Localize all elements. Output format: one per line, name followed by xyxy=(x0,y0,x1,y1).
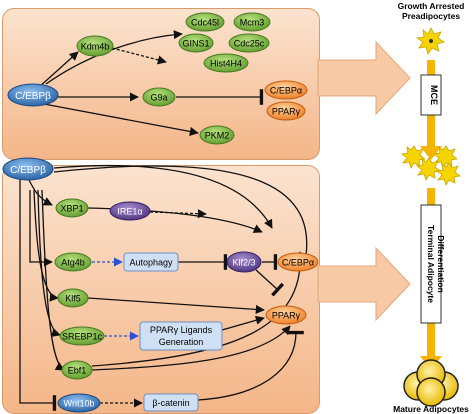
node-cdc45l: Cdc45l xyxy=(185,12,225,32)
preadipocyte-nucleus xyxy=(429,39,433,43)
label-cebpa-bottom: C/EBPα xyxy=(282,258,314,268)
label-pparg-top: PPARγ xyxy=(272,107,301,117)
label-mce: MCE xyxy=(429,85,439,105)
node-cebpa-bottom: C/EBPα xyxy=(277,252,319,272)
bottom-process-arrow xyxy=(317,246,411,322)
edge-b-cebpb-srebp xyxy=(37,189,61,337)
mature-adipocytes xyxy=(403,359,459,407)
node-pkm2: PKM2 xyxy=(199,125,235,145)
edge-cebpb-genes xyxy=(45,30,183,85)
label-mcm3: Mcm3 xyxy=(240,18,265,28)
edge-b-ebf1-cebpa xyxy=(91,251,306,367)
label-kdm4b: Kdm4b xyxy=(81,42,110,52)
edge-b-cebpb-pparg-arc xyxy=(53,165,311,263)
label-pkm2: PKM2 xyxy=(205,131,230,141)
label-klf5: Klf5 xyxy=(65,294,81,304)
top-process-arrow xyxy=(317,40,411,116)
label-gins1: GINS1 xyxy=(182,39,209,49)
label-cdc45l: Cdc45l xyxy=(191,18,219,28)
node-srebp1c: SREBP1c xyxy=(59,326,105,346)
label-pparg-bottom: PPARγ xyxy=(272,311,301,321)
edge-b-ire1a-cebpa xyxy=(149,209,207,219)
node-cebpa-top: C/EBPα xyxy=(264,80,308,100)
label-ligands-line2: Generation xyxy=(159,337,204,347)
node-pparg-bottom: PPARγ xyxy=(265,305,307,325)
label-atg4b: Atg4b xyxy=(61,258,85,268)
edge-b-ebf1-pparg xyxy=(91,325,291,371)
node-ire1a: IRE1α xyxy=(109,201,151,221)
edge-kdm4b-genes xyxy=(111,47,167,65)
label-autophagy: Autophagy xyxy=(129,258,173,268)
node-g9a: G9a xyxy=(142,87,176,107)
label-xbp1: XBP1 xyxy=(60,204,83,214)
edge-b-ligands-pparg xyxy=(221,315,265,331)
label-g9a: G9a xyxy=(150,93,167,103)
edge-b-cebpb-down xyxy=(19,176,57,411)
label-terminal-line1: Terminal Adipocyte xyxy=(426,225,436,303)
label-ire1a: IRE1α xyxy=(117,207,142,217)
label-ligands-line1: PPARγ Ligands xyxy=(150,325,213,335)
label-preadipocytes: Preadipocytes xyxy=(402,11,460,21)
label-mature-adipocytes: Mature Adipocytes xyxy=(393,404,469,414)
edge-b-klf5-pparg xyxy=(87,297,265,314)
label-wnt10b: Wnt10b xyxy=(63,399,94,409)
bottom-panel xyxy=(2,165,320,414)
label-terminal-line2: Differentiation xyxy=(436,235,446,293)
label-bcatenin: β-catenin xyxy=(152,398,189,408)
node-bcatenin: β-catenin xyxy=(143,393,199,412)
edge-b-cebpb-ebf1 xyxy=(41,189,65,371)
mce-box xyxy=(420,74,442,116)
node-gins1: GINS1 xyxy=(178,33,214,53)
node-wnt10b: Wnt10b xyxy=(57,393,101,413)
node-hist4h4: Hist4H4 xyxy=(203,53,249,73)
timeline-head-top xyxy=(420,146,442,160)
node-autophagy: Autophagy xyxy=(123,252,179,272)
top-panel xyxy=(2,8,320,160)
edge-b-cebpb-xbp1 xyxy=(27,177,53,206)
edge-b-cebpb-klf5 xyxy=(33,189,59,302)
node-cebpb-top: C/EBPβ xyxy=(7,83,59,107)
dividing-cells xyxy=(401,145,461,186)
terminal-differentiation-box xyxy=(420,204,442,324)
label-hist4h4: Hist4H4 xyxy=(210,59,242,69)
label-cebpb-bottom: C/EBPβ xyxy=(10,165,46,176)
label-klf23: Klf2/3 xyxy=(232,258,255,268)
edge-b-cebpb-cebpa-arc xyxy=(53,164,273,229)
edge-b-klf23-pparg xyxy=(255,269,285,297)
node-kdm4b: Kdm4b xyxy=(76,35,114,57)
label-growth-arrested: Growth Arrested xyxy=(398,1,465,11)
label-cdc25c: Cdc25c xyxy=(234,39,265,49)
node-cdc25c: Cdc25c xyxy=(228,33,270,53)
node-klf5: Klf5 xyxy=(57,288,89,308)
label-srebp1c: SREBP1c xyxy=(62,332,103,342)
node-ligands: PPARγ Ligands Generation xyxy=(139,321,223,351)
node-ebf1: Ebf1 xyxy=(61,360,93,380)
edge-cebpb-pkm2 xyxy=(43,103,199,136)
node-cebpb-bottom: C/EBPβ xyxy=(2,157,54,181)
label-cebpa-top: C/EBPα xyxy=(270,86,302,96)
node-mcm3: Mcm3 xyxy=(233,12,271,32)
edge-cebpb-kdm4b xyxy=(37,51,79,89)
node-pparg-top: PPARγ xyxy=(266,101,306,121)
label-cebpb-top: C/EBPβ xyxy=(15,91,51,102)
label-ebf1: Ebf1 xyxy=(68,366,87,376)
node-klf23: Klf2/3 xyxy=(226,251,262,273)
node-atg4b: Atg4b xyxy=(54,252,92,272)
node-xbp1: XBP1 xyxy=(55,198,89,218)
edge-b-bcatenin-pparg xyxy=(197,330,304,401)
